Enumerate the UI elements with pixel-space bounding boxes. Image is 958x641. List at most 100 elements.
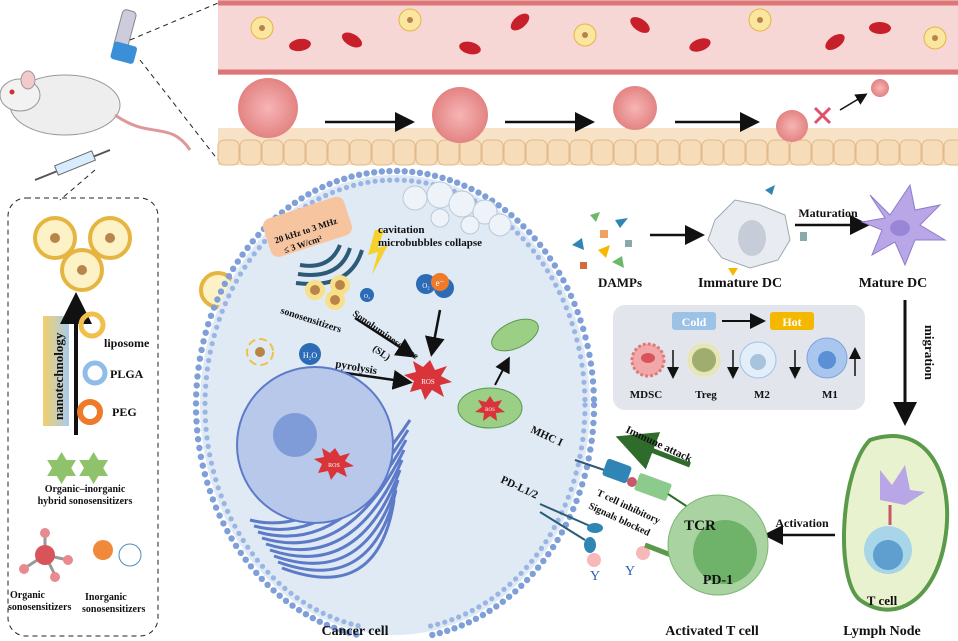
- blocked-signal-glow: [636, 546, 650, 560]
- blocked-signal-glow: [587, 553, 601, 567]
- membrane-lipid: [393, 167, 401, 175]
- membrane-lipid: [574, 308, 581, 316]
- ros-burst-icon: [404, 360, 452, 400]
- red-blood-cell: [459, 41, 481, 55]
- pdl-stalk: [539, 503, 591, 527]
- immature-dc-label: Immature DC: [698, 276, 782, 291]
- red-blood-cell: [510, 13, 530, 31]
- ultrasound-probe-icon: [110, 9, 138, 64]
- membrane-lipid: [458, 622, 465, 629]
- membrane-lipid: [323, 621, 331, 629]
- nanotechnology-label: nanotechnology: [51, 332, 66, 420]
- membrane-lipid: [493, 603, 500, 610]
- membrane-lipid: [326, 180, 333, 188]
- membrane-lipid: [255, 231, 262, 239]
- membrane-lipid: [556, 269, 563, 276]
- membrane-lipid: [193, 418, 200, 425]
- membrane-lipid: [558, 529, 566, 536]
- immune-attack-arrow: [615, 432, 691, 470]
- membrane-lipid: [316, 618, 323, 625]
- arrow: [424, 309, 445, 357]
- red-blood-cell: [630, 17, 650, 33]
- endoplasmic-reticulum: [273, 479, 400, 565]
- red-blood-cell: [289, 38, 311, 52]
- tumor-mass: [776, 110, 808, 142]
- red-blood-cell: [341, 32, 363, 48]
- membrane-lipid: [371, 169, 378, 176]
- membrane-lipid: [198, 346, 205, 354]
- membrane-lipid: [567, 292, 575, 300]
- treg-cell: [687, 343, 721, 377]
- membrane-lipid: [589, 378, 597, 385]
- membrane-lipid: [193, 391, 200, 398]
- membrane-lipid: [224, 527, 231, 535]
- antibody-icon: Y: [590, 569, 600, 584]
- membrane-lipid: [209, 496, 217, 503]
- nanotechnology-bar: [43, 316, 69, 426]
- endoplasmic-reticulum: [265, 459, 404, 552]
- membrane-lipid: [590, 419, 597, 427]
- membrane-lipid: [439, 174, 446, 181]
- ros-label: ROS: [485, 408, 495, 413]
- blocked-cross-icon: [813, 106, 832, 125]
- oxygen-icon: [416, 274, 436, 294]
- membrane-lipid: [282, 597, 290, 604]
- ros-burst-icon: [314, 448, 354, 480]
- membrane-lipid: [560, 277, 567, 284]
- free-sonosensitizer-icon: [246, 338, 274, 366]
- membrane-lipid: [468, 185, 475, 193]
- inorganic-label: sonosensitizers: [82, 604, 145, 615]
- carrier-label: PEG: [112, 405, 137, 419]
- membrane-lipid: [461, 182, 468, 189]
- membrane-lipid: [247, 563, 255, 570]
- cold-badge: [672, 312, 716, 330]
- dendritic-cell: [880, 465, 925, 505]
- water-icon: [299, 343, 321, 365]
- membrane-lipid: [582, 334, 589, 341]
- ultrasound-parameters-box: [262, 196, 352, 257]
- membrane-lipid: [501, 206, 509, 214]
- arrow: [494, 356, 510, 386]
- membrane-lipid: [526, 229, 533, 236]
- mdsc-cell: [630, 342, 666, 378]
- tumor-mass: [871, 79, 889, 97]
- endoplasmic-reticulum: [277, 489, 398, 572]
- liposome-icon: [78, 311, 106, 339]
- endoplasmic-reticulum: [281, 499, 396, 579]
- membrane-lipid: [508, 212, 515, 219]
- membrane-lipid: [193, 382, 200, 389]
- membrane-lipid: [196, 444, 203, 452]
- membrane-lipid: [431, 172, 439, 179]
- membrane-lipid: [549, 543, 557, 551]
- membrane-lipid: [579, 481, 586, 488]
- nucleolus: [273, 413, 317, 457]
- activation-label: Activation: [775, 516, 829, 530]
- antibody-icon: Y: [625, 564, 635, 579]
- membrane-lipid: [221, 280, 228, 287]
- membrane-lipid: [444, 627, 451, 634]
- syringe-icon: [34, 149, 111, 181]
- cavitation-label: cavitation: [378, 224, 424, 236]
- membrane-lipid: [486, 607, 493, 614]
- membrane-lipid: [355, 171, 363, 178]
- membrane-lipid: [196, 355, 204, 362]
- migration-label: migration: [922, 325, 937, 381]
- ros-label: ROS: [421, 378, 435, 386]
- membrane-lipid: [230, 265, 237, 272]
- maturation-label: Maturation: [798, 206, 858, 220]
- hybrid-star-icon: [47, 452, 108, 484]
- membrane-lipid: [192, 409, 200, 416]
- membrane-lipid: [545, 551, 552, 558]
- membrane-lipid: [249, 238, 256, 245]
- nucleus: [236, 366, 394, 524]
- membrane-lipid: [212, 504, 220, 511]
- membrane-lipid: [298, 195, 305, 202]
- cell-label: MDSC: [630, 389, 662, 401]
- activated-t-cell: TCR PD-1 Activated T cell: [665, 494, 769, 639]
- microbubbles: [402, 181, 512, 237]
- membrane-lipid: [291, 199, 299, 206]
- membrane-lipid: [580, 325, 587, 332]
- tcr-molecule: [634, 473, 672, 501]
- cold-to-hot-panel: Cold Hot MDSC Treg M2 M1: [613, 305, 865, 410]
- membrane-lipid: [192, 400, 200, 407]
